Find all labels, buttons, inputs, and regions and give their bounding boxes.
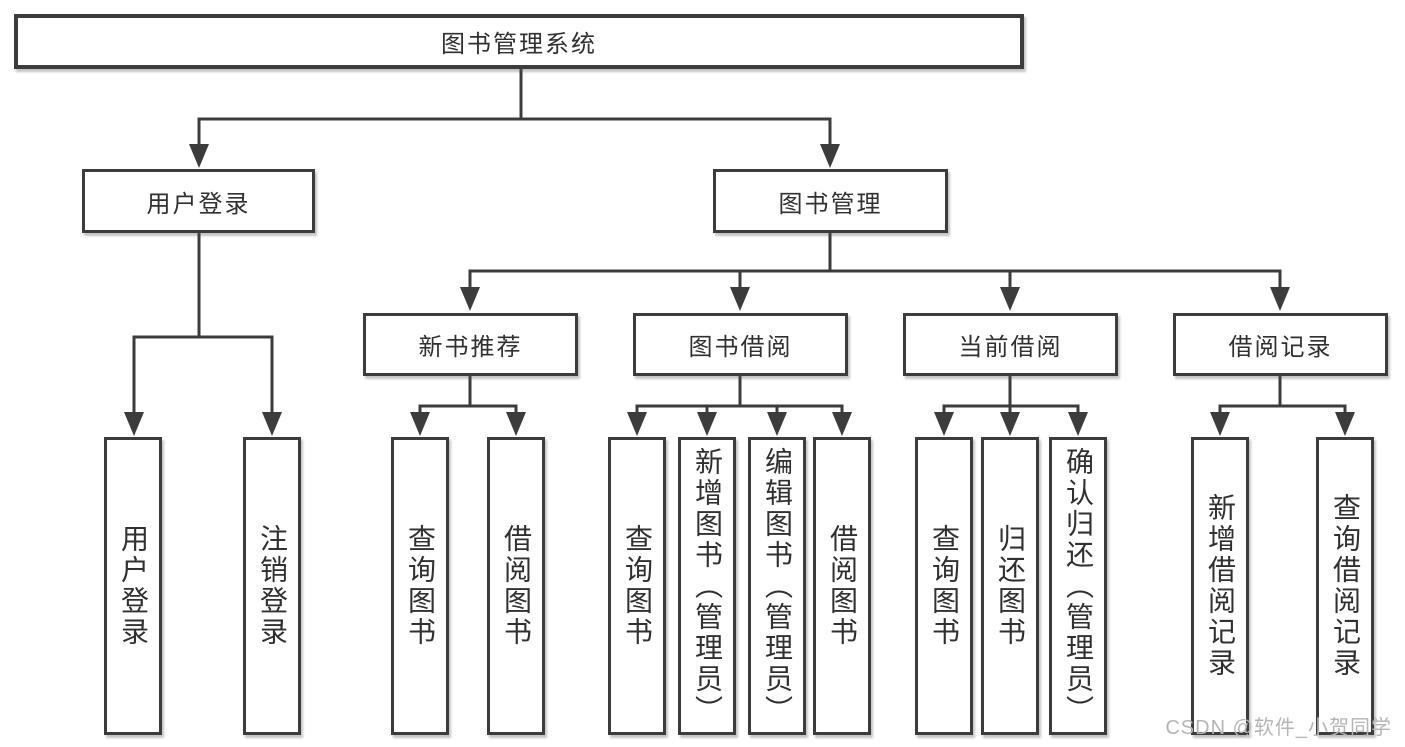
node-label: 注销登录 [257,524,288,648]
arrow-down-icon [832,412,852,436]
node-label: 查询图书 [622,524,653,648]
arrow-down-icon [1000,287,1020,311]
node-label: 查询图书 [405,524,436,648]
node-label: 借阅图书 [827,524,858,648]
leaf-return-books: 归还图书 [981,437,1039,735]
node-book-management: 图书管理 [713,169,948,233]
leaf-query-borrow-record: 查询借阅记录 [1316,437,1374,735]
node-label: 用户登录 [118,524,149,648]
arrow-down-icon [410,412,430,436]
node-label: 查询图书 [929,524,960,648]
leaf-query-books-current: 查询图书 [915,437,973,735]
arrow-down-icon [460,287,480,311]
arrow-down-icon [124,412,144,436]
leaf-user-login: 用户登录 [104,437,162,735]
arrow-down-icon [1270,287,1290,311]
leaf-add-borrow-record: 新增借阅记录 [1191,437,1249,735]
node-label: 归还图书 [995,524,1026,648]
node-label: 编辑图书（管理员） [762,446,793,726]
node-library-management-system: 图书管理系统 [14,14,1024,69]
node-current-borrowing: 当前借阅 [903,313,1118,376]
arrow-down-icon [1068,412,1088,436]
arrow-down-icon [820,144,840,168]
arrow-down-icon [506,412,526,436]
node-label: 图书管理系统 [441,31,597,58]
node-label: 借阅图书 [501,524,532,648]
leaf-logout-login: 注销登录 [243,437,301,735]
arrow-down-icon [730,287,750,311]
node-borrowing-records: 借阅记录 [1173,313,1388,376]
leaf-edit-books-admin: 编辑图书（管理员） [748,437,806,735]
arrow-down-icon [697,412,717,436]
leaf-query-books-borrowing: 查询图书 [608,437,666,735]
arrow-down-icon [627,412,647,436]
leaf-add-books-admin: 新增图书（管理员） [678,437,736,735]
node-label: 图书管理 [778,190,883,218]
node-label: 新增借阅记录 [1205,493,1236,679]
arrow-down-icon [189,144,209,168]
node-book-borrowing: 图书借阅 [633,313,848,376]
arrowheads [124,144,1355,436]
node-user-login: 用户登录 [82,169,315,233]
arrow-down-icon [1335,412,1355,436]
node-new-book-recommendation: 新书推荐 [363,313,578,376]
node-label: 用户登录 [146,190,251,218]
node-label: 确认归还（管理员） [1063,446,1094,726]
node-label: 图书借阅 [688,334,793,361]
arrow-down-icon [262,412,282,436]
arrow-down-icon [1210,412,1230,436]
leaf-confirm-return-admin: 确认归还（管理员） [1049,437,1107,735]
arrow-down-icon [1000,412,1020,436]
arrow-down-icon [934,412,954,436]
leaf-borrow-books-recommend: 借阅图书 [487,437,545,735]
node-label: 当前借阅 [958,334,1063,361]
node-label: 借阅记录 [1228,334,1333,361]
arrow-down-icon [767,412,787,436]
csdn-watermark: CSDN @软件_小贺同学 [1165,717,1392,739]
leaf-query-books-recommend: 查询图书 [391,437,449,735]
node-label: 新增图书（管理员） [692,446,723,726]
leaf-borrow-books-borrowing: 借阅图书 [813,437,871,735]
node-label: 查询借阅记录 [1330,493,1361,679]
node-label: 新书推荐 [418,334,523,361]
